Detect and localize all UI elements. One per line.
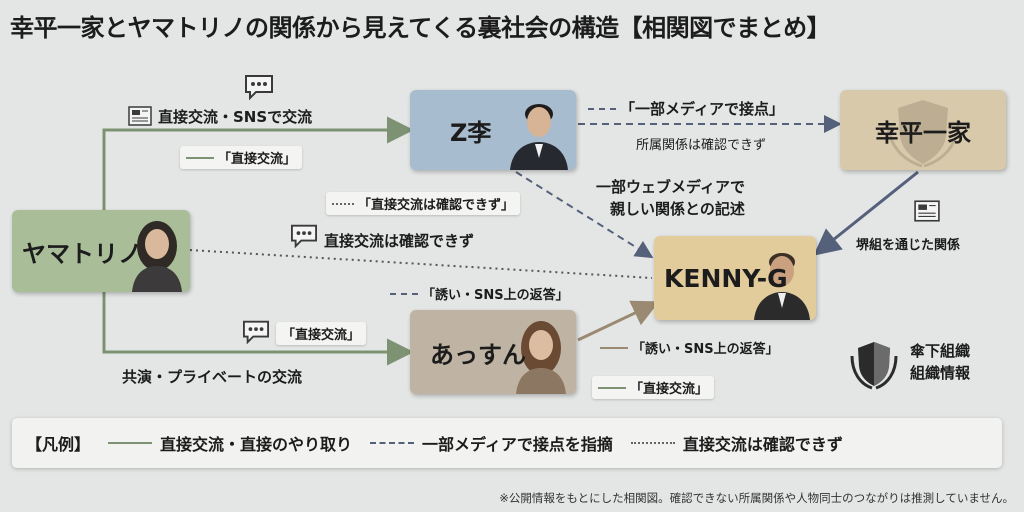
man-portrait-icon bbox=[510, 104, 568, 170]
edge-label-yamato-kenny: 直接交流は確認できず bbox=[324, 232, 475, 250]
edge-sublabel-zli-kohei: 所属関係は確認できず bbox=[636, 138, 767, 153]
newspaper-icon bbox=[128, 106, 152, 126]
legend-item-dotted: 直接交流は確認できず bbox=[630, 431, 843, 455]
node-label: 幸平一家 bbox=[875, 118, 971, 147]
edge-note-zli-kenny-1: 一部ウェブメディアで bbox=[596, 178, 745, 196]
man-portrait-icon bbox=[754, 253, 810, 320]
node-kohei: 幸平一家 bbox=[840, 90, 1006, 170]
tag-text: 「直接交流」 bbox=[630, 382, 709, 397]
edge-tag-zli-kenny: 「直接交流は確認できず」 bbox=[326, 192, 521, 215]
solid-line-sample bbox=[186, 156, 214, 159]
org-badge-line2: 組織情報 bbox=[910, 364, 971, 382]
edge-note-zli-kenny-2: 親しい関係との記述 bbox=[610, 200, 745, 218]
edge-label-invite-left: 「誘い・SNS上の返答」 bbox=[390, 284, 569, 303]
edge-yamato-atsun bbox=[102, 292, 414, 366]
edge-label-text: 「誘い・SNS上の返答」 bbox=[422, 288, 569, 303]
dashed-line-sample bbox=[370, 442, 415, 444]
solid-line-sample bbox=[108, 442, 153, 444]
edge-label-zli-kohei: 「一部メディアで接点」 bbox=[588, 98, 784, 119]
edge-zli-kenny bbox=[515, 171, 654, 259]
node-label: KENNY-G bbox=[664, 263, 788, 293]
edge-label-yamato-atsun: 共演・プライベートの交流 bbox=[122, 368, 303, 386]
edge-label-atsun-kenny: 「誘い・SNS上の返答」 bbox=[600, 338, 779, 357]
edge-label-yamato-zli: 直接交流・SNSで交流 bbox=[158, 108, 313, 126]
arrow-line-sample bbox=[600, 346, 628, 349]
edge-tag-atsun: 「直接交流」 bbox=[276, 322, 367, 345]
edge-yamato-kenny bbox=[189, 249, 653, 279]
dotted-line-sample bbox=[630, 442, 675, 444]
woman-portrait-icon bbox=[516, 321, 566, 394]
edge-tag-direct: 「直接交流」 bbox=[180, 146, 303, 169]
tag-text: 「直接交流は確認できず」 bbox=[358, 198, 515, 213]
dotted-line-sample bbox=[332, 202, 354, 205]
legend-text: 直接交流・直接のやり取り bbox=[160, 435, 353, 454]
legend-item-dashed: 一部メディアで接点を指摘 bbox=[370, 431, 613, 455]
laurel-shield-icon bbox=[850, 342, 898, 390]
speech-bubble-icon bbox=[291, 224, 317, 248]
edge-label-text: 「一部メディアで接点」 bbox=[620, 100, 784, 118]
page-title: 幸平一家とヤマトリノの関係から見えてくる裏社会の構造【相関図でまとめ】 bbox=[10, 14, 831, 42]
node-label: ヤマトリノ bbox=[22, 239, 142, 268]
woman-portrait-icon bbox=[132, 221, 182, 292]
solid-line-sample bbox=[598, 386, 626, 389]
edge-tag-atsun-direct: 「直接交流」 bbox=[592, 376, 715, 399]
node-yamatorino: ヤマトリノ bbox=[12, 210, 190, 292]
legend: 【凡例】 直接交流・直接のやり取り 一部メディアで接点を指摘 直接交流は確認でき… bbox=[12, 418, 1002, 468]
node-kenny: KENNY-G bbox=[654, 236, 816, 320]
legend-item-solid: 直接交流・直接のやり取り bbox=[108, 431, 352, 455]
legend-text: 直接交流は確認できず bbox=[682, 435, 843, 454]
footnote: ※公開情報をもとにした相関図。確認できない所属関係や人物同士のつながりは推測して… bbox=[499, 491, 1014, 505]
edge-kohei-kenny bbox=[813, 170, 919, 256]
laurel-shield-icon bbox=[886, 100, 960, 168]
dashed-line-sample bbox=[390, 292, 418, 295]
newspaper-icon bbox=[914, 200, 940, 222]
legend-title: 【凡例】 bbox=[26, 435, 91, 454]
node-label: Z李 bbox=[450, 118, 492, 147]
edge-label-kohei-kenny: 堺組を通じた関係 bbox=[856, 238, 961, 253]
speech-bubble-icon bbox=[243, 320, 269, 344]
edge-atsun-kenny bbox=[577, 300, 660, 342]
dashed-line-sample bbox=[588, 107, 616, 110]
edge-yamato-zli bbox=[102, 116, 414, 210]
edge-label-text: 「誘い・SNS上の返答」 bbox=[632, 342, 779, 357]
legend-text: 一部メディアで接点を指摘 bbox=[422, 435, 613, 454]
tag-text: 「直接交流」 bbox=[218, 152, 297, 167]
node-atsun: あっすん bbox=[410, 310, 576, 394]
node-label: あっすん bbox=[430, 340, 526, 369]
org-badge-line1: 傘下組織 bbox=[910, 342, 971, 360]
speech-bubble-icon bbox=[245, 75, 273, 100]
node-zli: Z李 bbox=[410, 90, 576, 170]
